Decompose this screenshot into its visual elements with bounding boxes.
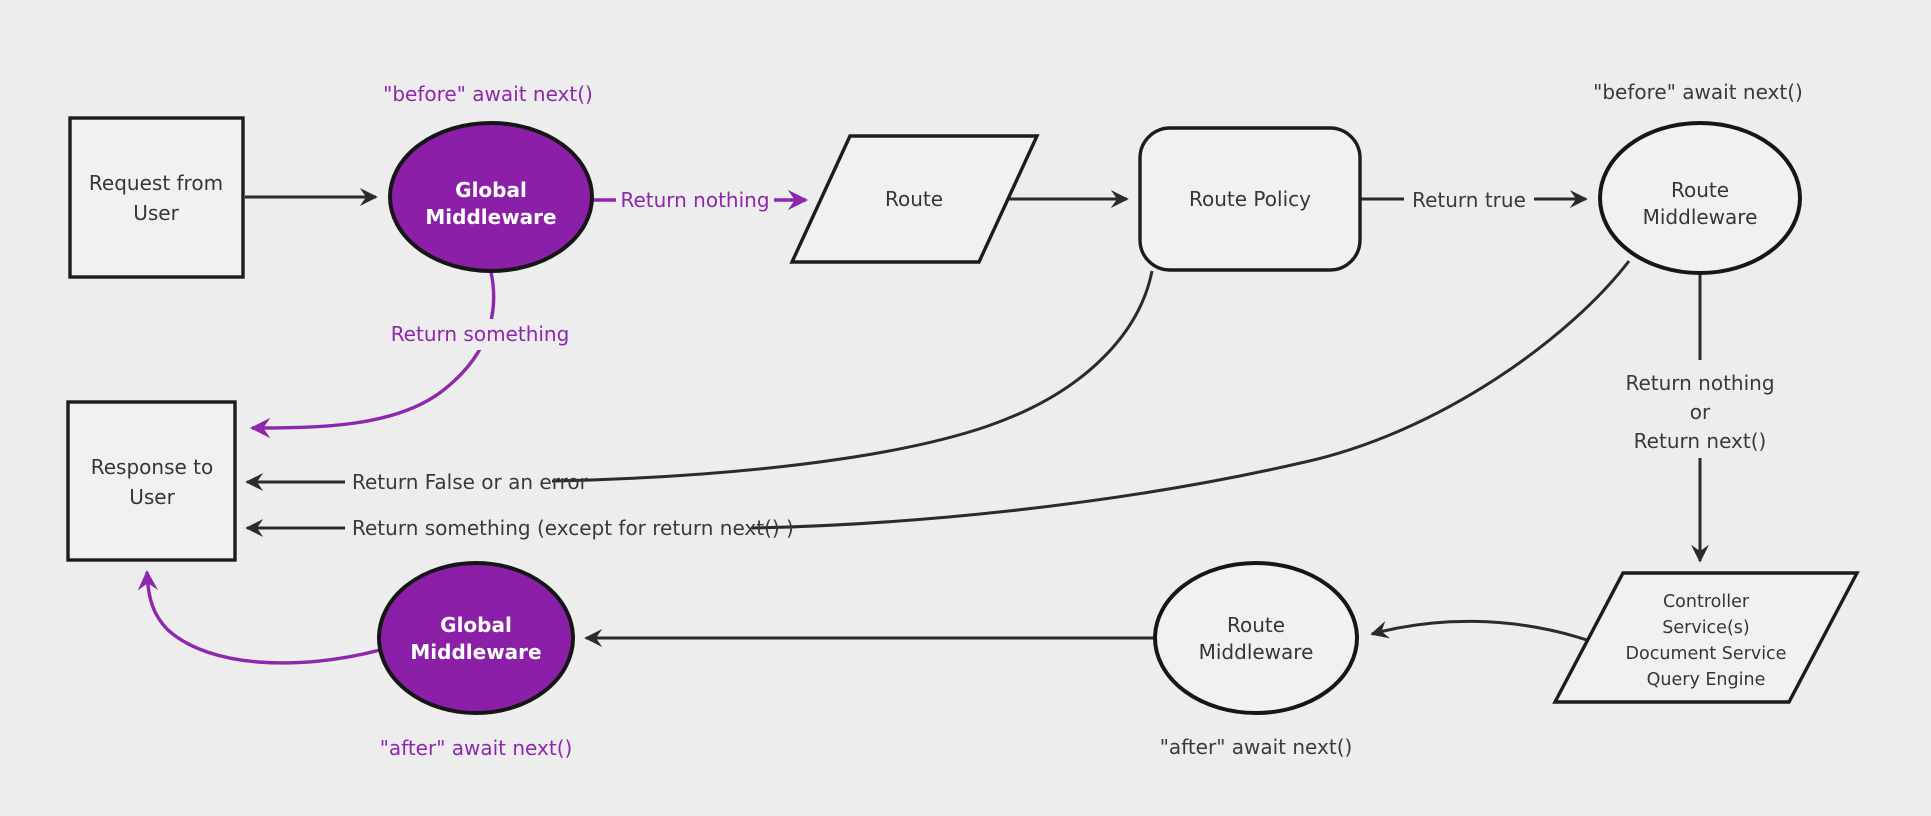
edge-route-policy-to-response-curve <box>551 270 1154 483</box>
global-middleware-top-label-line1: Global <box>455 178 527 202</box>
controller-label-line2: Service(s) <box>1662 618 1749 638</box>
route-middleware-bottom-label-line2: Middleware <box>1199 640 1314 664</box>
controller-label-line1: Controller <box>1663 592 1750 612</box>
controller-label-line4: Query Engine <box>1647 670 1766 690</box>
edge-label-return-true: Return true <box>1412 188 1526 212</box>
response-to-user-node <box>66 400 237 562</box>
route-policy-node <box>1138 126 1362 272</box>
route-middleware-top-node <box>1598 121 1802 275</box>
route-policy-label: Route Policy <box>1189 187 1311 211</box>
edge-label-return-nothing-line1: Return nothing <box>1625 371 1774 395</box>
return-true-label-halo <box>1404 184 1534 215</box>
route-middleware-top-label-line2: Middleware <box>1643 205 1758 229</box>
controller-label-line3: Document Service <box>1626 644 1787 664</box>
request-from-user-label-line2: User <box>133 201 179 225</box>
request-from-user-node <box>68 116 245 279</box>
return-something-label-halo <box>388 319 572 350</box>
route-middleware-bottom-node <box>1153 561 1359 715</box>
controller-node <box>1552 571 1860 704</box>
global-middleware-bottom-node <box>377 561 575 715</box>
annotation-before-await-next-route: "before" await next() <box>1593 80 1803 104</box>
edge-label-return-nothing-line3: Return next() <box>1634 429 1767 453</box>
route-middleware-bottom-label-line1: Route <box>1227 613 1285 637</box>
edge-label-return-false-or-error: Return False or an error <box>352 470 589 494</box>
edge-global-middleware-to-response <box>249 271 496 439</box>
annotation-before-await-next-global: "before" await next() <box>383 82 593 106</box>
annotation-after-await-next-global: "after" await next() <box>380 736 573 760</box>
global-middleware-bottom-label-line2: Middleware <box>410 640 541 664</box>
edge-global-middleware-to-response-bottom <box>137 569 381 665</box>
edge-label-return-something: Return something <box>391 322 570 346</box>
route-label: Route <box>885 187 943 211</box>
edge-label-return-something-except: Return something (except for return next… <box>352 516 794 540</box>
edge-route-middleware-to-response-curve <box>751 260 1631 530</box>
global-middleware-top-label-line2: Middleware <box>425 205 556 229</box>
response-to-user-label-line2: User <box>129 485 175 509</box>
return-nothing-label-halo <box>616 184 774 215</box>
edge-controller-to-route-middleware <box>1370 619 1591 643</box>
annotation-after-await-next-route: "after" await next() <box>1160 735 1353 759</box>
edge-label-return-nothing-line2: or <box>1690 400 1711 424</box>
request-from-user-label-line1: Request from <box>89 171 223 195</box>
route-middleware-top-label-line1: Route <box>1671 178 1729 202</box>
global-middleware-top-node <box>388 121 594 273</box>
edge-label-return-nothing: Return nothing <box>620 188 769 212</box>
route-node <box>789 134 1040 264</box>
global-middleware-bottom-label-line1: Global <box>440 613 512 637</box>
response-to-user-label-line1: Response to <box>91 455 214 479</box>
